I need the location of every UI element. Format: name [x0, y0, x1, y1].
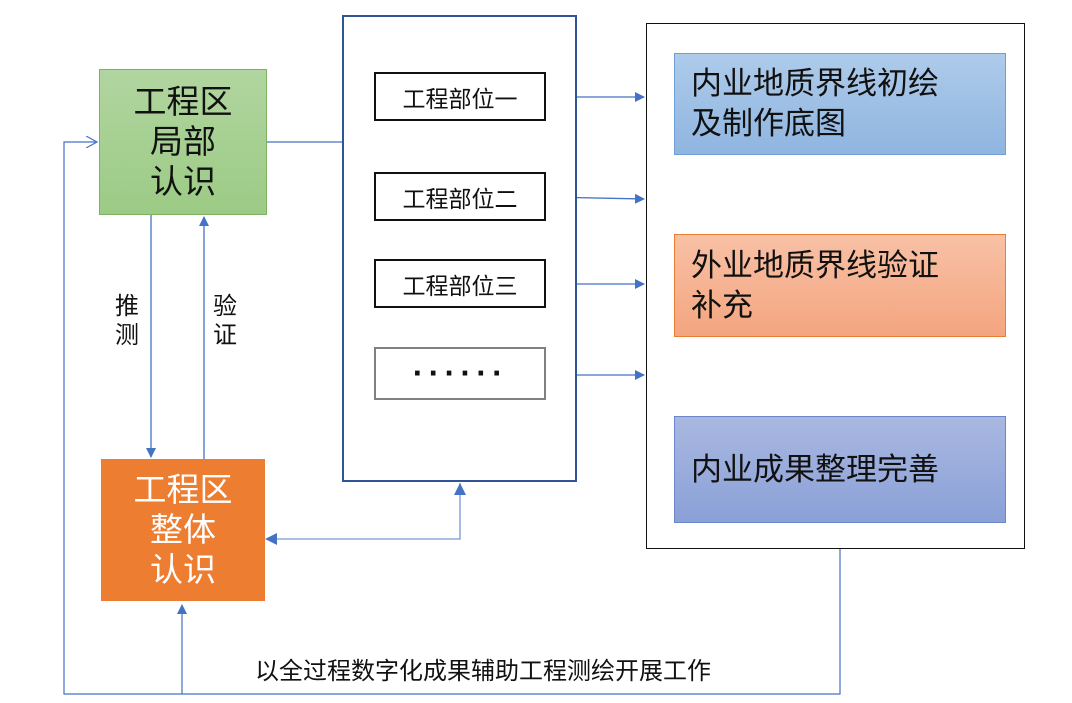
- part-box-2[interactable]: 工程部位二: [374, 172, 546, 221]
- local-understanding-box[interactable]: 工程区 局部 认识: [99, 69, 267, 215]
- overall-line-2: 整体: [150, 510, 216, 549]
- local-line-3: 认识: [150, 162, 216, 201]
- stage2-line-1: 外业地质界线验证: [691, 247, 939, 284]
- infer-label-char-1: 推: [115, 292, 139, 320]
- overall-understanding-box[interactable]: 工程区 整体 认识: [101, 459, 265, 601]
- feedback-loop-label: 以全过程数字化成果辅助工程测绘开展工作: [255, 657, 711, 685]
- infer-label: 推 测: [113, 292, 141, 350]
- local-line-2: 局部: [150, 122, 216, 161]
- overall-line-3: 认识: [150, 550, 216, 589]
- arrowhead-to-parts: [454, 483, 466, 495]
- stage-field-verification[interactable]: 外业地质界线验证 补充: [674, 234, 1006, 337]
- stage3-line-1: 内业成果整理完善: [691, 451, 939, 488]
- part-box-3[interactable]: 工程部位三: [374, 259, 546, 308]
- verify-label-char-1: 验: [213, 292, 237, 320]
- stage-office-finalization[interactable]: 内业成果整理完善: [674, 416, 1006, 523]
- stage-office-initial-drawing[interactable]: 内业地质界线初绘 及制作底图: [674, 53, 1006, 155]
- stage2-line-2: 补充: [691, 287, 753, 324]
- local-line-1: 工程区: [133, 82, 233, 121]
- infer-label-char-2: 测: [115, 321, 139, 349]
- stage1-line-2: 及制作底图: [691, 106, 846, 142]
- overall-line-1: 工程区: [133, 470, 233, 509]
- verify-label-char-2: 证: [213, 321, 237, 349]
- part-box-more[interactable]: ······: [374, 347, 546, 400]
- arrowhead-to-overall: [265, 533, 277, 545]
- stage1-line-1: 内业地质界线初绘: [691, 66, 939, 102]
- connector-overall-parts: [267, 483, 461, 540]
- part-box-1[interactable]: 工程部位一: [374, 72, 546, 121]
- verify-label: 验 证: [211, 292, 239, 350]
